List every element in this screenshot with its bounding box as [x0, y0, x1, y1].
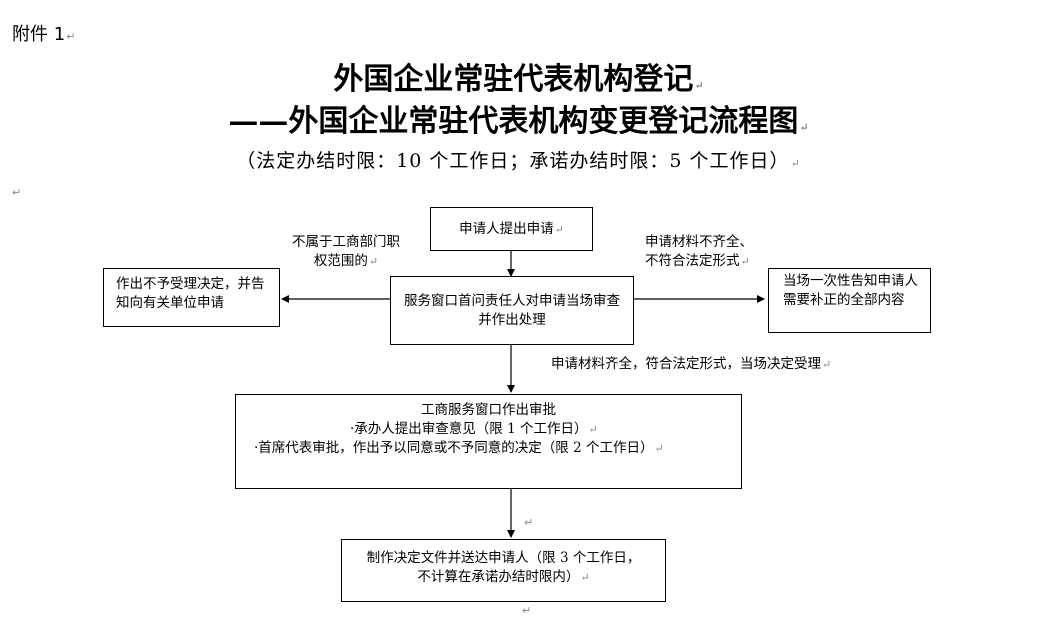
document-subtitle: ——外国企业常驻代表机构变更登记流程图↵ — [228, 104, 809, 139]
apply-box: 申请人提出申请↵ — [430, 207, 593, 251]
paragraph-mark: ↵ — [522, 604, 532, 617]
attachment-label: 附件 1↵ — [12, 24, 76, 45]
service-window-box: 服务窗口首问责任人对申请当场审查并作出处理 — [390, 276, 634, 345]
approval-box: 工商服务窗口作出审批 ·承办人提出审查意见（限 1 个工作日）↵ ·首席代表审批… — [235, 394, 742, 489]
accept-condition-label: 申请材料齐全，符合法定形式，当场决定受理↵ — [551, 356, 832, 372]
reject-box: 作出不予受理决定，并告知向有关单位申请 — [103, 268, 280, 327]
document-title: 外国企业常驻代表机构登记↵ — [333, 62, 704, 97]
incomplete-condition-label: 申请材料不齐全、 不符合法定形式↵ — [645, 234, 753, 269]
paragraph-mark: ↵ — [524, 516, 534, 529]
paragraph-mark: ↵ — [12, 186, 22, 199]
reject-condition-label: 不属于工商部门职权范围的↵ — [292, 234, 400, 269]
notify-box: 当场一次性告知申请人需要补正的全部内容 — [768, 268, 931, 333]
time-limit-note: （法定办结时限：10 个工作日；承诺办结时限：5 个工作日）↵ — [236, 150, 801, 172]
final-box: 制作决定文件并送达申请人（限 3 个工作日， 不计算在承诺办结时限内）↵ — [341, 539, 666, 602]
